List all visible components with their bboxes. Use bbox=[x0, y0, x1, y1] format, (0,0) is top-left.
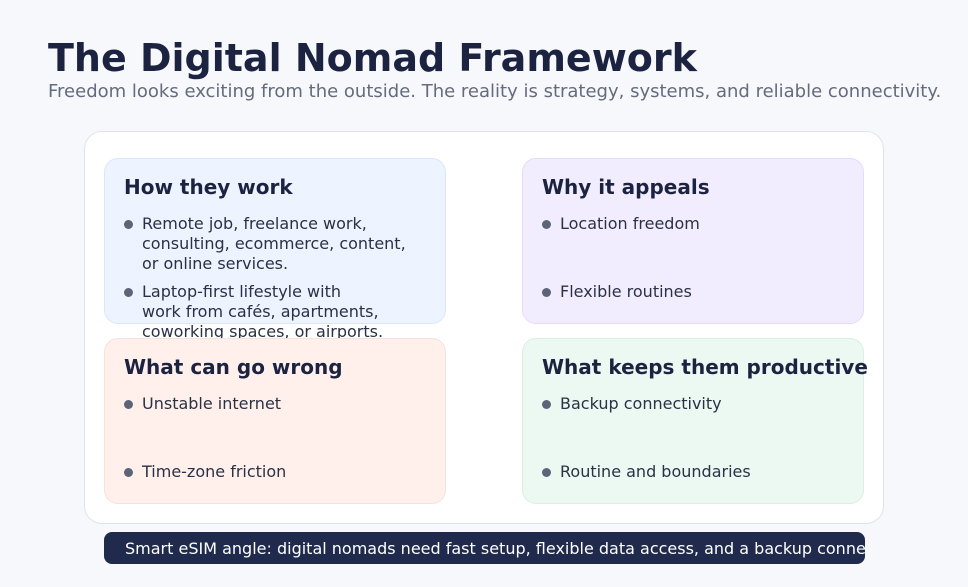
list-item: Backup connectivity bbox=[542, 394, 860, 414]
bullet-icon bbox=[124, 288, 133, 297]
page-subtitle: Freedom looks exciting from the outside.… bbox=[48, 81, 942, 102]
bullet-icon bbox=[542, 220, 551, 229]
bullet-icon bbox=[542, 288, 551, 297]
bullet-icon bbox=[124, 468, 133, 477]
list-item-text: Backup connectivity bbox=[560, 394, 722, 413]
list-item-text: Flexible routines bbox=[560, 282, 692, 301]
list-item: Laptop-first lifestyle with work from ca… bbox=[124, 282, 442, 342]
list-item: Flexible routines bbox=[542, 282, 860, 302]
banner-text: Smart eSIM angle: digital nomads need fa… bbox=[125, 539, 865, 558]
bullet-icon bbox=[124, 400, 133, 409]
page-title: The Digital Nomad Framework bbox=[48, 36, 697, 80]
card-what-can-go-wrong: What can go wrong Unstable internet Time… bbox=[104, 338, 446, 504]
list-item-text: Remote job, freelance work, consulting, … bbox=[142, 214, 406, 273]
list-item: Location freedom bbox=[542, 214, 860, 234]
list-item: Remote job, freelance work, consulting, … bbox=[124, 214, 442, 274]
card-what-keeps-them-productive: What keeps them productive Backup connec… bbox=[522, 338, 868, 504]
bullet-icon bbox=[124, 220, 133, 229]
list-item: Routine and boundaries bbox=[542, 462, 860, 482]
card-how-they-work: How they work Remote job, freelance work… bbox=[104, 158, 446, 341]
list-item-text: Unstable internet bbox=[142, 394, 282, 413]
bullet-icon bbox=[542, 400, 551, 409]
list-item-text: Routine and boundaries bbox=[560, 462, 751, 481]
card-title: Why it appeals bbox=[542, 175, 710, 199]
card-title: What keeps them productive bbox=[542, 355, 868, 379]
list-item-text: Laptop-first lifestyle with work from ca… bbox=[142, 282, 384, 341]
card-why-it-appeals: Why it appeals Location freedom Flexible… bbox=[522, 158, 864, 324]
list-item-text: Time-zone friction bbox=[142, 462, 287, 481]
list-item: Unstable internet bbox=[124, 394, 442, 414]
bullet-icon bbox=[542, 468, 551, 477]
card-title: What can go wrong bbox=[124, 355, 343, 379]
esim-banner: Smart eSIM angle: digital nomads need fa… bbox=[104, 532, 865, 564]
list-item: Time-zone friction bbox=[124, 462, 442, 482]
list-item-text: Location freedom bbox=[560, 214, 700, 233]
card-title: How they work bbox=[124, 175, 293, 199]
